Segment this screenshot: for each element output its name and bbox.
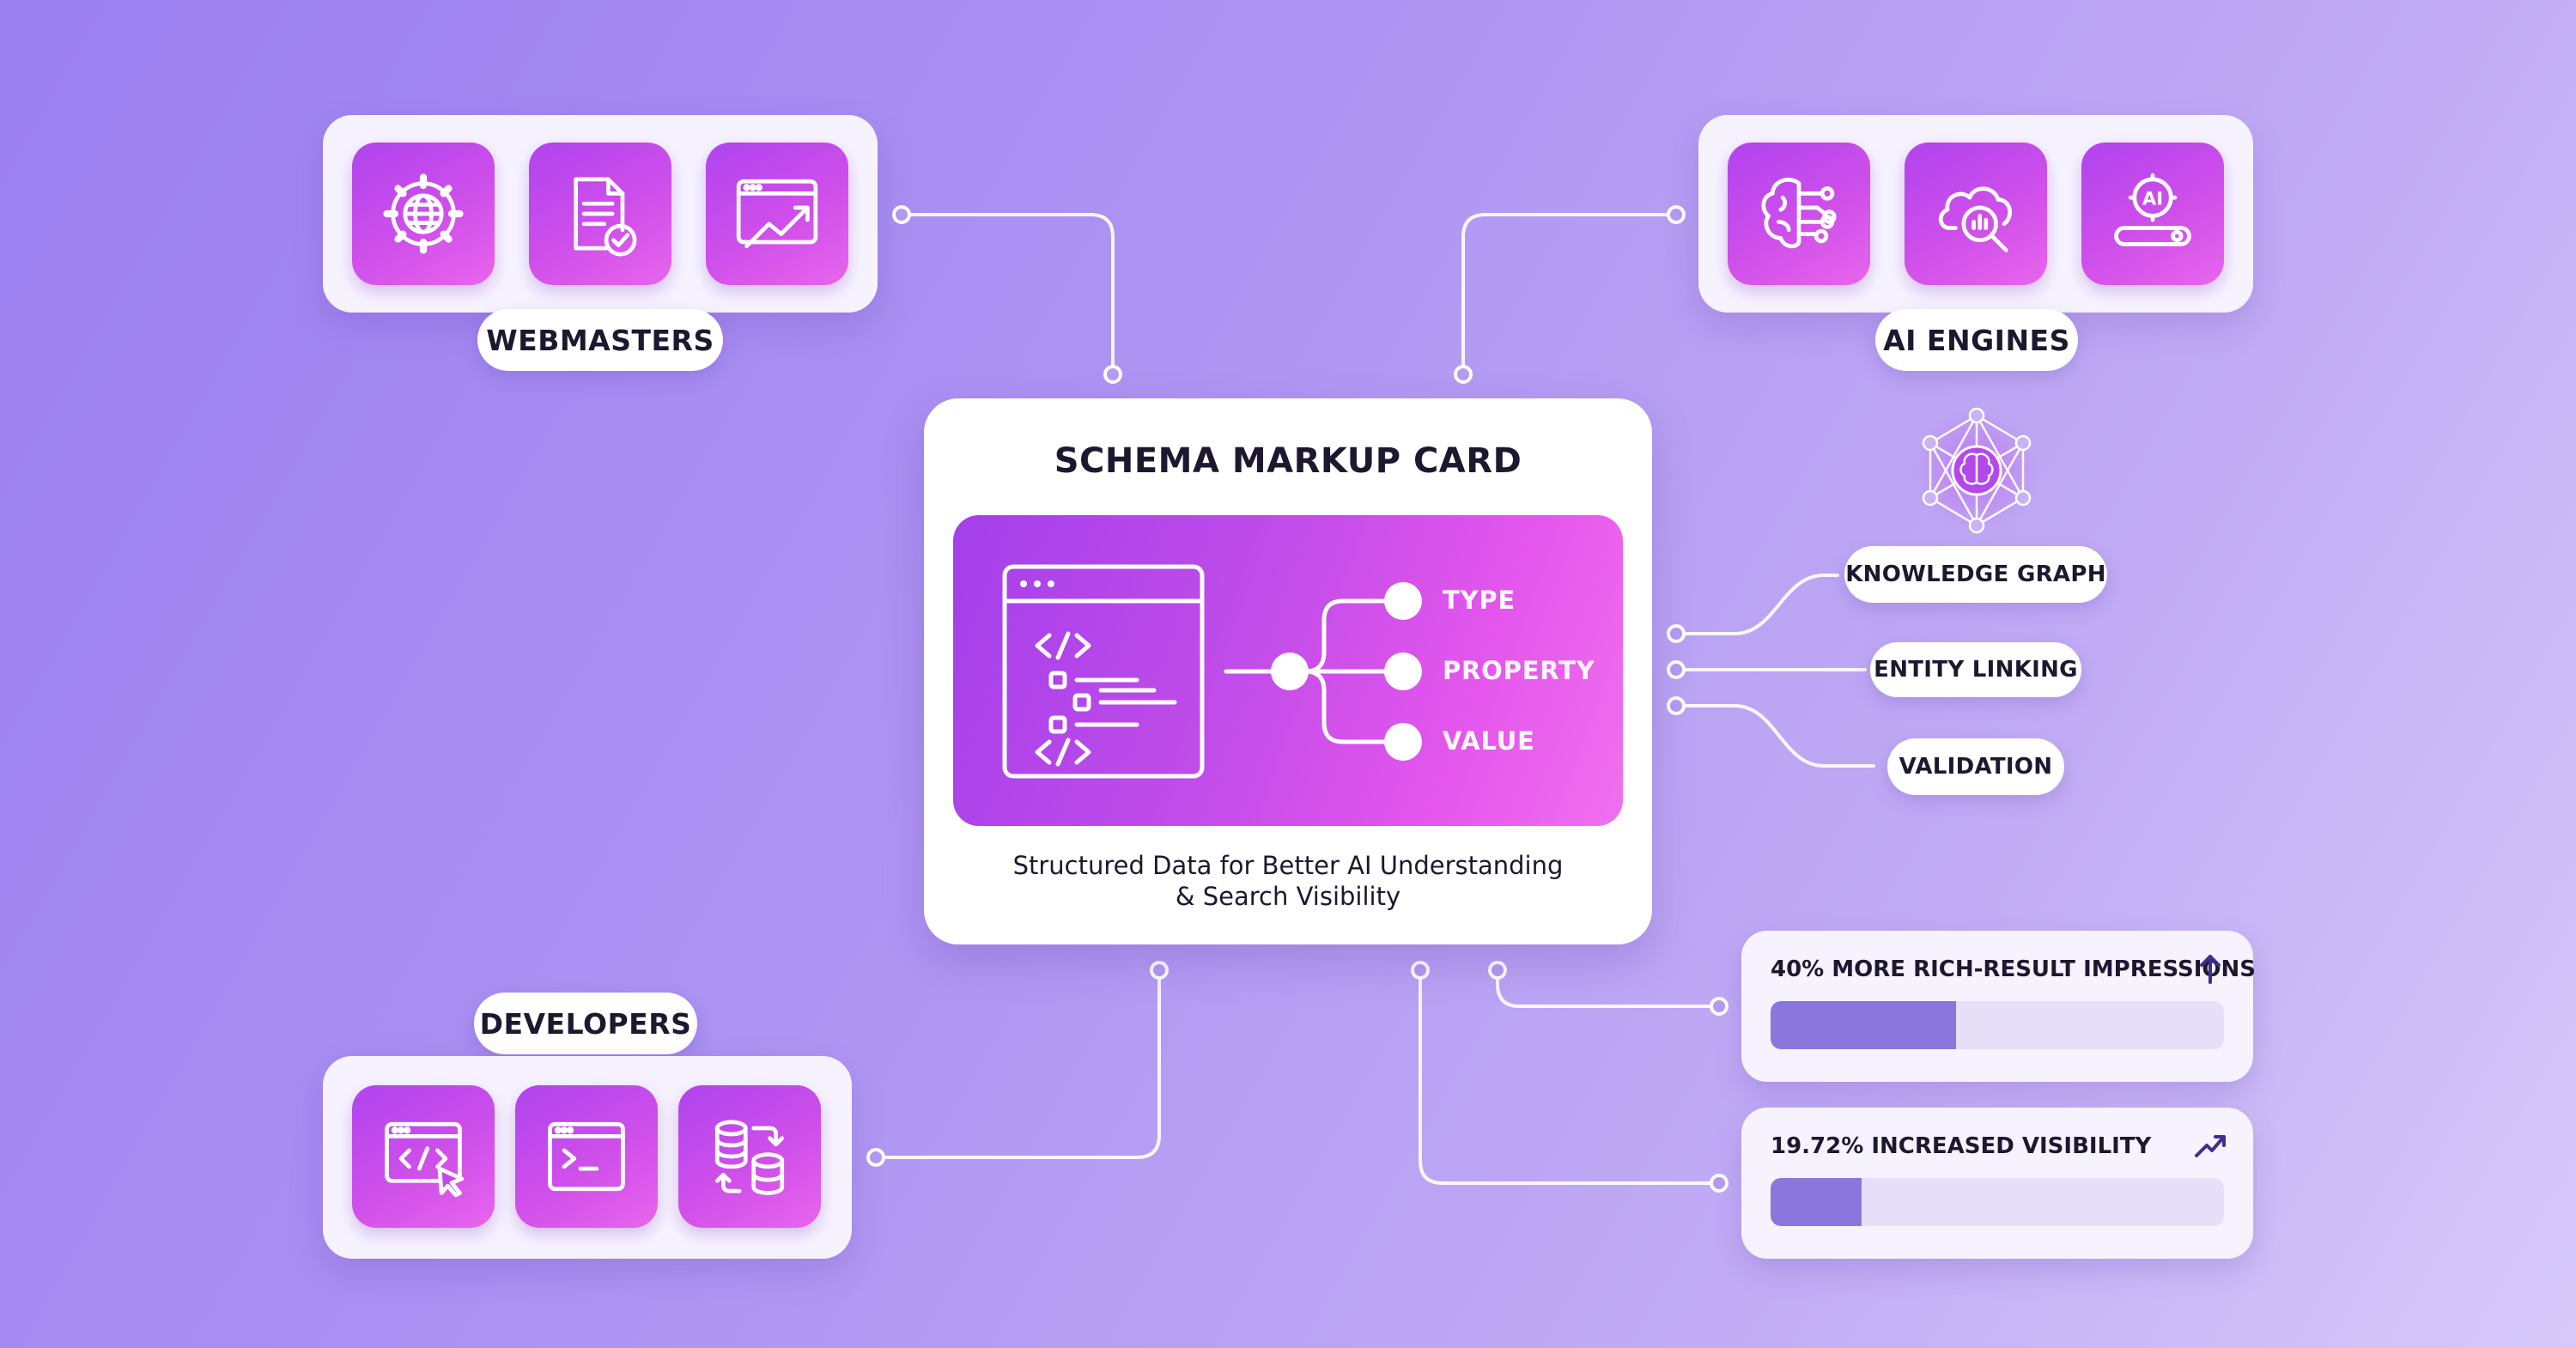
- globe-gear-icon: [383, 173, 464, 254]
- schema-structure-diagram: [1002, 564, 1422, 779]
- node-label-value: VALUE: [1443, 726, 1535, 756]
- webmasters-label: WEBMASTERS: [477, 309, 723, 371]
- knowledge-graph-icon: [1913, 407, 2040, 534]
- arrow-up-icon: [2200, 955, 2221, 984]
- node-label-property: PROPERTY: [1443, 656, 1595, 685]
- ai-engines-tile-1: [1728, 143, 1870, 285]
- card-caption: Structured Data for Better AI Understand…: [924, 850, 1652, 912]
- metric-card-rich-results: 40% MORE RICH-RESULT IMPRESSIONS: [1741, 931, 2257, 1082]
- developers-tile-3: [678, 1085, 821, 1228]
- schema-node-dots: [1271, 582, 1422, 761]
- schema-structure-panel: TYPE PROPERTY VALUE: [953, 515, 1623, 826]
- terminal-icon: [548, 1121, 625, 1192]
- schema-markup-card: SCHEMA MARKUP CARD: [924, 398, 1652, 944]
- node-label-type: TYPE: [1443, 586, 1516, 615]
- ai-engines-tile-2: [1905, 143, 2047, 285]
- ai-search-bar-icon: AI: [2114, 173, 2191, 246]
- metric-label-rich-results: 40% MORE RICH-RESULT IMPRESSIONS: [1771, 956, 2257, 982]
- metric-label-visibility: 19.72% INCREASED VISIBILITY: [1771, 1133, 2152, 1159]
- tag-entity-linking: ENTITY LINKING: [1870, 642, 2081, 697]
- code-window-icon: [1002, 564, 1205, 779]
- developers-tile-2: [515, 1085, 658, 1228]
- metric-fill-rich-results: [1771, 1001, 1957, 1049]
- card-title: SCHEMA MARKUP CARD: [1054, 441, 1522, 481]
- tag-knowledge-graph: KNOWLEDGE GRAPH: [1844, 546, 2107, 603]
- ai-engines-label: AI ENGINES: [1875, 309, 2078, 371]
- trend-up-icon: [2195, 1135, 2226, 1157]
- developers-panel: [323, 1056, 852, 1259]
- card-caption-line-2: & Search Visibility: [1175, 882, 1401, 911]
- ai-engines-tile-3: AI: [2081, 143, 2224, 285]
- webmasters-tile-2: [529, 143, 671, 285]
- webmasters-panel: [323, 115, 878, 313]
- metric-fill-visibility: [1771, 1178, 1862, 1226]
- document-check-icon: [574, 177, 637, 257]
- chart-growth-icon: [736, 179, 818, 249]
- database-sync-icon: [714, 1120, 785, 1195]
- card-caption-line-1: Structured Data for Better AI Understand…: [1012, 851, 1564, 880]
- metric-track-visibility: [1771, 1178, 2224, 1226]
- code-cursor-icon: [385, 1121, 465, 1198]
- cloud-search-icon: [1938, 186, 2013, 252]
- developers-label: DEVELOPERS: [474, 993, 697, 1054]
- brain-circuit-icon: [1761, 178, 1837, 249]
- webmasters-tile-3: [706, 143, 848, 285]
- metric-track-rich-results: [1771, 1001, 2224, 1049]
- svg-text:AI: AI: [2142, 188, 2163, 209]
- webmasters-tile-1: [352, 143, 495, 285]
- developers-tile-1: [352, 1085, 495, 1228]
- metric-card-visibility: 19.72% INCREASED VISIBILITY: [1741, 1108, 2253, 1259]
- ai-engines-panel: AI: [1698, 115, 2253, 313]
- tag-validation: VALIDATION: [1887, 738, 2064, 795]
